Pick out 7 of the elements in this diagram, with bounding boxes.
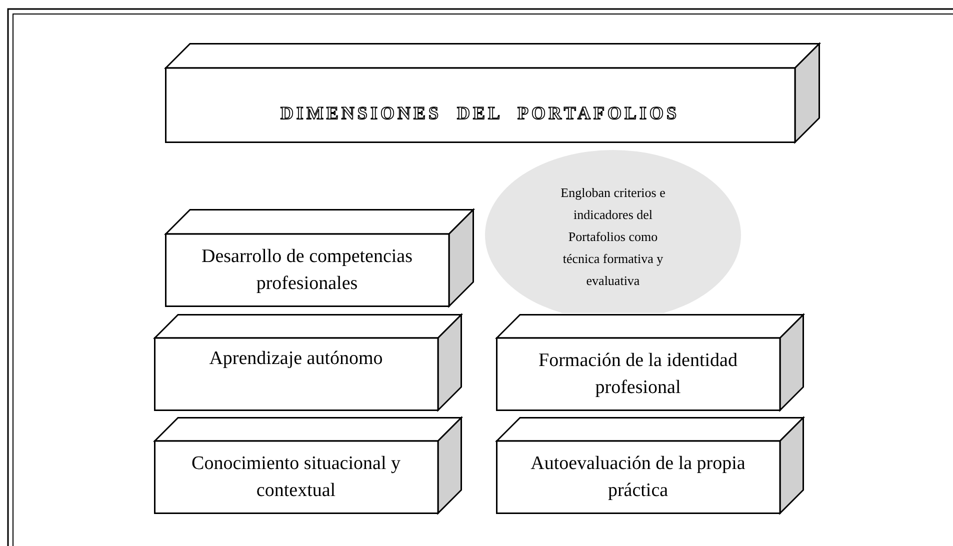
note-text: Engloban criterios e indicadores del Portafolios como técnica formativa y evaluativa — [560, 184, 666, 290]
dimension-label: Autoevaluación de la propia práctica — [530, 452, 746, 502]
dimension-label: Desarrollo de competencias profesionales — [200, 244, 414, 296]
dimension-label: Aprendizaje autónomo — [209, 347, 383, 371]
dimension-label: Conocimiento situacional y contextual — [190, 452, 402, 502]
block-heading: DIMENSIONES DEL PORTAFOLIOS — [280, 103, 680, 124]
dimension-label: Formación de la identidad profesional — [538, 348, 738, 400]
